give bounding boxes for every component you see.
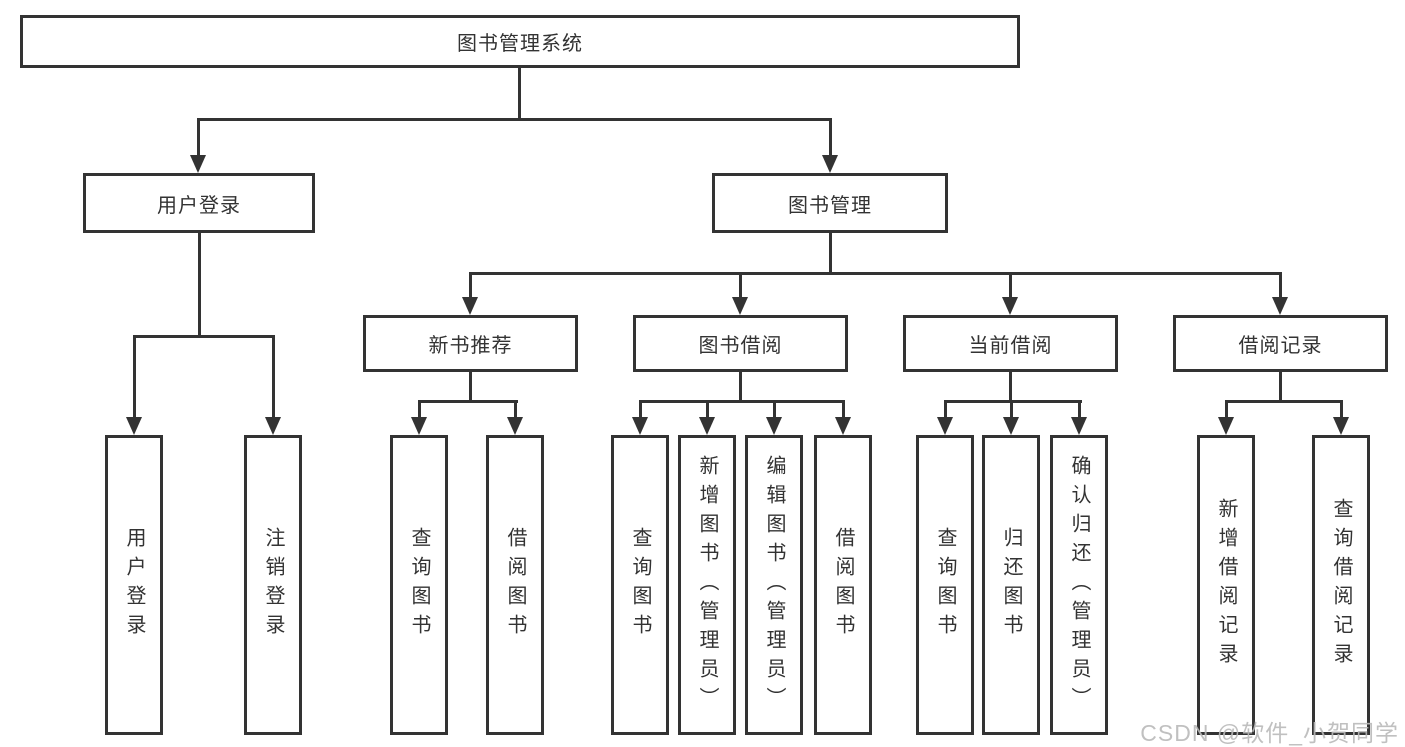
v-line xyxy=(829,118,832,158)
arrowhead-down xyxy=(732,297,748,315)
leaf-edit-books-admin: 编辑图书（管理员） xyxy=(745,435,803,735)
v-line xyxy=(1225,400,1228,419)
v-line xyxy=(706,400,709,419)
arrowhead-down xyxy=(835,417,851,435)
node-library-management-system: 图书管理系统 xyxy=(20,15,1020,68)
leaf-query-books-recommend: 查询图书 xyxy=(390,435,448,735)
v-line xyxy=(514,400,517,419)
v-line xyxy=(133,335,136,419)
node-borrowing-records: 借阅记录 xyxy=(1173,315,1388,372)
v-line xyxy=(418,400,421,419)
h-line xyxy=(1225,400,1343,403)
arrowhead-down xyxy=(1218,417,1234,435)
arrowhead-down xyxy=(766,417,782,435)
node-book-borrowing: 图书借阅 xyxy=(633,315,848,372)
arrowhead-down xyxy=(462,297,478,315)
arrowhead-down xyxy=(632,417,648,435)
arrowhead-down xyxy=(1272,297,1288,315)
leaf-query-borrow-record: 查询借阅记录 xyxy=(1312,435,1370,735)
arrowhead-down xyxy=(699,417,715,435)
v-line xyxy=(197,118,200,158)
arrowhead-down xyxy=(822,155,838,173)
node-current-borrowing: 当前借阅 xyxy=(903,315,1118,372)
v-line xyxy=(1340,400,1343,419)
v-line xyxy=(739,372,742,403)
h-line xyxy=(418,400,518,403)
h-line xyxy=(133,335,275,338)
leaf-query-books-current: 查询图书 xyxy=(916,435,974,735)
node-book-management: 图书管理 xyxy=(712,173,948,233)
leaf-borrow-books-borrowing: 借阅图书 xyxy=(814,435,872,735)
v-line xyxy=(469,372,472,403)
arrowhead-down xyxy=(126,417,142,435)
leaf-logout: 注销登录 xyxy=(244,435,302,735)
leaf-query-books-borrowing: 查询图书 xyxy=(611,435,669,735)
v-line xyxy=(1279,372,1282,403)
arrowhead-down xyxy=(937,417,953,435)
leaf-user-login: 用户登录 xyxy=(105,435,163,735)
v-line xyxy=(1279,272,1282,299)
v-line xyxy=(944,400,947,419)
v-line xyxy=(1009,372,1012,403)
arrowhead-down xyxy=(265,417,281,435)
arrowhead-down xyxy=(190,155,206,173)
v-line xyxy=(469,272,472,299)
v-line xyxy=(829,233,832,275)
leaf-add-borrow-record: 新增借阅记录 xyxy=(1197,435,1255,735)
h-line xyxy=(469,272,1282,275)
arrowhead-down xyxy=(1333,417,1349,435)
leaf-return-books: 归还图书 xyxy=(982,435,1040,735)
csdn-watermark: CSDN @软件_小贺同学 xyxy=(1140,720,1399,746)
v-line xyxy=(1009,272,1012,299)
v-line xyxy=(773,400,776,419)
h-line xyxy=(639,400,845,403)
v-line xyxy=(842,400,845,419)
v-line xyxy=(198,233,201,338)
h-line xyxy=(944,400,1082,403)
v-line xyxy=(639,400,642,419)
arrowhead-down xyxy=(411,417,427,435)
v-line xyxy=(272,335,275,419)
arrowhead-down xyxy=(1002,297,1018,315)
v-line xyxy=(518,68,521,121)
node-new-book-recommendation: 新书推荐 xyxy=(363,315,578,372)
v-line xyxy=(739,272,742,299)
leaf-add-books-admin: 新增图书（管理员） xyxy=(678,435,736,735)
arrowhead-down xyxy=(507,417,523,435)
v-line xyxy=(1010,400,1013,419)
arrowhead-down xyxy=(1071,417,1087,435)
h-line xyxy=(197,118,832,121)
arrowhead-down xyxy=(1003,417,1019,435)
leaf-borrow-books-recommend: 借阅图书 xyxy=(486,435,544,735)
leaf-confirm-return-admin: 确认归还（管理员） xyxy=(1050,435,1108,735)
node-user-login: 用户登录 xyxy=(83,173,315,233)
v-line xyxy=(1078,400,1081,419)
